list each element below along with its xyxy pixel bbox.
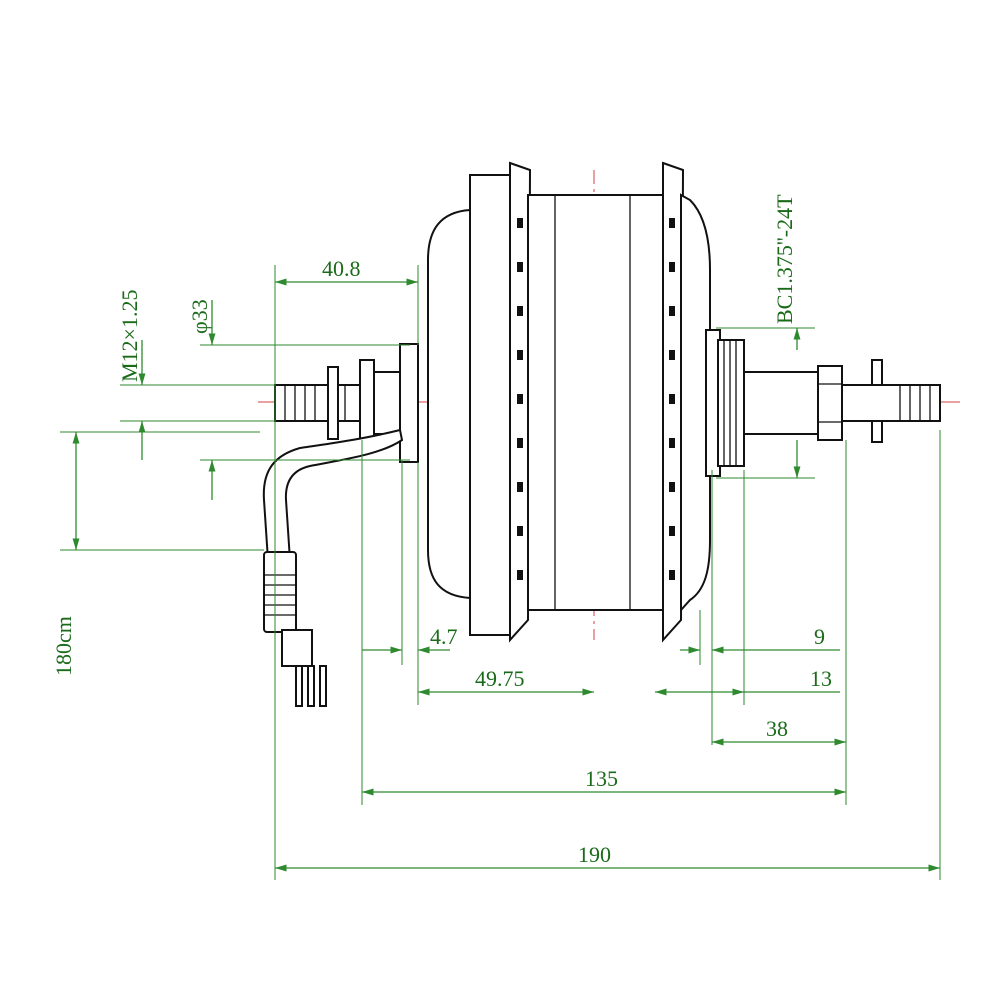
hub-shell-right — [680, 193, 711, 613]
right-thread-lines — [899, 385, 931, 421]
left-nut — [359, 359, 375, 447]
left-thread-lines — [284, 385, 346, 421]
cable-connector — [263, 551, 297, 633]
label-cable: 180cm — [51, 616, 76, 676]
dimension-lines — [60, 265, 941, 880]
label-m12: M12×1.25 — [117, 290, 142, 382]
spoke-holes-left — [517, 218, 523, 580]
label-13: 13 — [810, 666, 832, 691]
label-9: 9 — [814, 624, 825, 649]
connector-tip — [281, 629, 313, 667]
connector-pins — [295, 665, 327, 707]
hub-ring-left — [469, 174, 511, 636]
label-phi33: φ33 — [187, 299, 212, 334]
spoke-holes-right — [669, 218, 675, 580]
hub-body — [527, 194, 664, 611]
freewheel-body — [717, 339, 745, 467]
label-135: 135 — [585, 766, 618, 791]
right-nut-lines — [818, 383, 842, 423]
label-49-75: 49.75 — [475, 666, 525, 691]
right-spacer — [743, 371, 819, 435]
dimension-labels: 40.8 190 135 38 49.75 13 4.7 9 φ33 M12×1… — [51, 194, 832, 867]
freewheel-teeth — [723, 340, 737, 466]
right-axle-thread — [841, 384, 941, 422]
left-spacer — [373, 371, 403, 435]
right-nut — [817, 365, 843, 441]
label-40-8: 40.8 — [322, 256, 361, 281]
left-bearing-cap — [399, 343, 419, 463]
label-190: 190 — [578, 842, 611, 867]
motor-body — [258, 161, 960, 707]
label-38: 38 — [766, 716, 788, 741]
connector-rings — [264, 574, 296, 616]
left-axle-thread — [274, 384, 366, 422]
left-washer — [327, 366, 339, 440]
hub-shell-left — [427, 209, 476, 599]
label-freewheel: BC1.375''-24T — [772, 194, 797, 324]
power-cable — [262, 428, 404, 561]
label-4-7: 4.7 — [430, 624, 458, 649]
